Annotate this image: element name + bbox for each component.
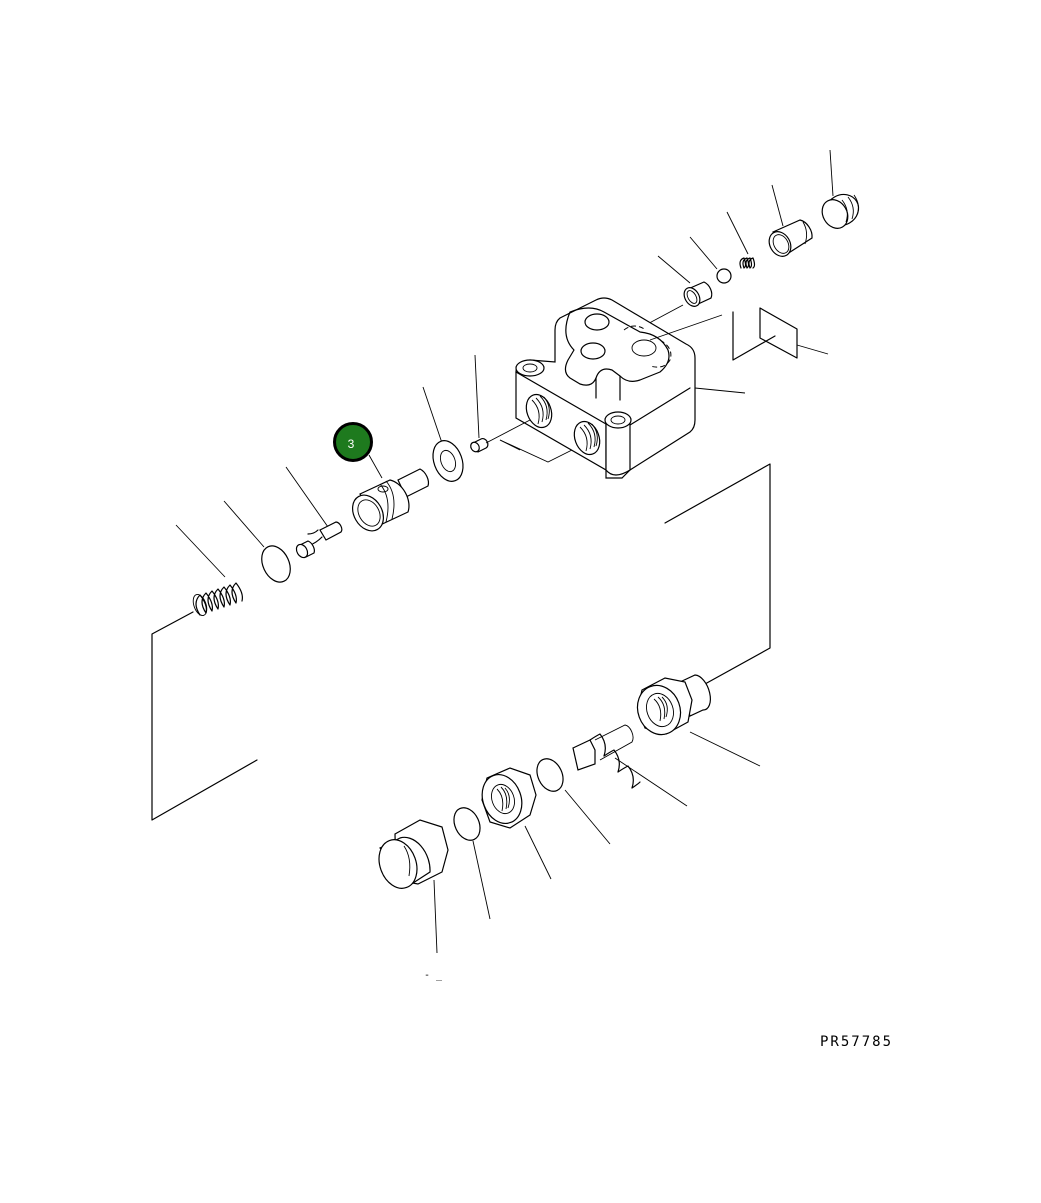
- sleeve-cylinder: [768, 184, 813, 257]
- poppet: [285, 466, 343, 559]
- o-ring-lower-right: [536, 758, 611, 845]
- axis-bracket-right: [732, 307, 829, 361]
- valve-spool-sleeve: [351, 454, 430, 532]
- small-plug-pin: [470, 354, 531, 453]
- callout-badge-3[interactable]: 3: [333, 422, 373, 462]
- hex-cap-plug: [378, 819, 449, 954]
- stray-mark: - _: [424, 970, 443, 981]
- ball: [689, 236, 732, 284]
- washer: [422, 386, 464, 482]
- plug-large-top: [821, 149, 860, 229]
- callout-number: 3: [347, 437, 355, 451]
- spring-large-left: [175, 524, 243, 616]
- axis-bracket-middle-right: [664, 463, 771, 685]
- hex-nut-lower: [481, 767, 552, 880]
- seat-bushing: [639, 255, 713, 329]
- port-left: [525, 393, 553, 429]
- small-spring-top: [726, 211, 756, 269]
- hex-adapter-fitting: [636, 674, 761, 767]
- o-ring-left: [223, 500, 291, 583]
- o-ring-lower-left: [453, 807, 491, 920]
- set-screw: [572, 724, 688, 807]
- drawing-code-label: PR57785: [820, 1034, 894, 1050]
- valve-body-housing: [499, 297, 746, 479]
- axis-bracket-left: [151, 611, 258, 821]
- port-right: [573, 420, 601, 456]
